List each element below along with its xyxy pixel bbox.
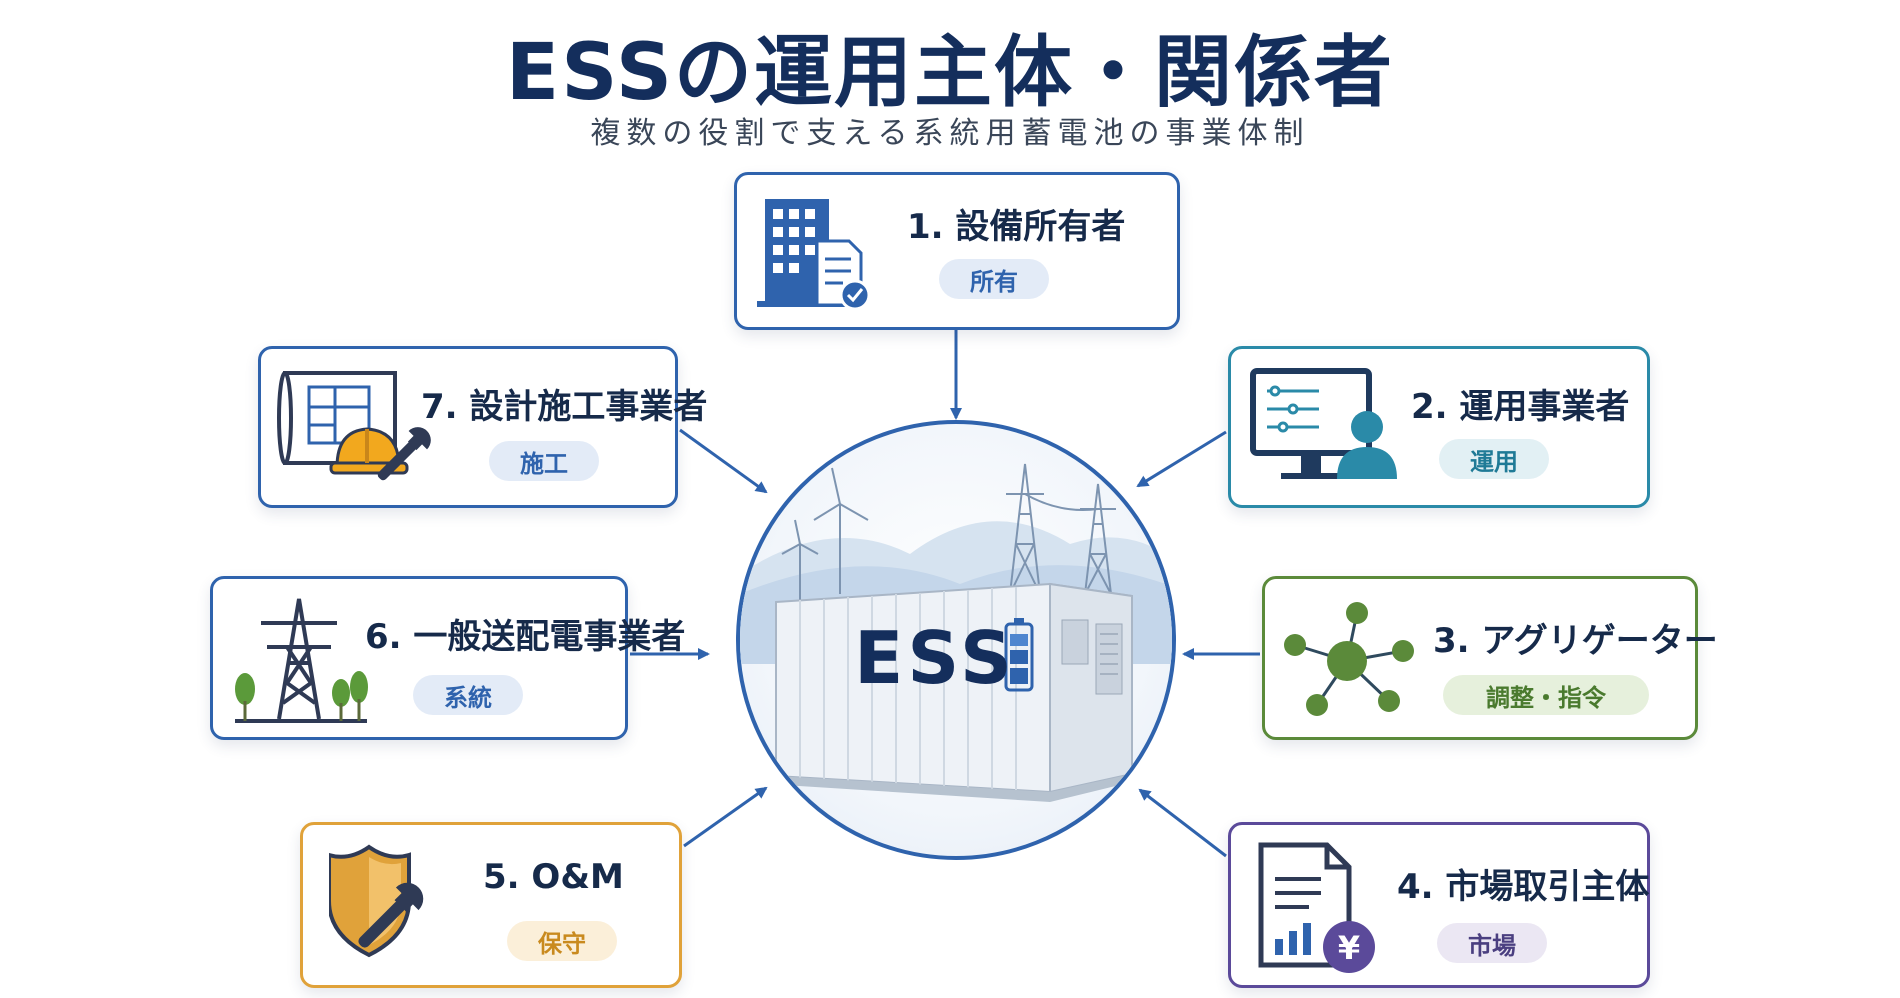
role-card-aggregator: 3. アグリゲーター 調整・指令 (1262, 576, 1718, 740)
role-label-market: 4. 市場取引主体 (1397, 867, 1650, 907)
role-label-aggregator: 3. アグリゲーター (1433, 621, 1718, 661)
arrow-construction (679, 428, 768, 494)
role-card-om: 5. O&M 保守 (300, 822, 682, 988)
blueprint-hardhat-icon (277, 371, 431, 481)
ess-container-illustration (740, 463, 1172, 802)
role-card-market: ¥ 4. 市場取引主体 市場 (1228, 822, 1650, 988)
arrow-om (683, 786, 768, 848)
role-label-operator: 2. 運用事業者 (1411, 387, 1630, 427)
shield-wrench-icon (329, 844, 424, 958)
ess-hub: ESS (736, 420, 1176, 860)
role-label-om: 5. O&M (483, 857, 624, 897)
page-title: ESSの運用主体・関係者 (505, 28, 1395, 118)
role-label-owner: 1. 設備所有者 (907, 207, 1126, 247)
role-tag-owner: 所有 (939, 259, 1049, 299)
role-tag-construction: 施工 (489, 441, 599, 481)
container-body (768, 582, 1140, 802)
arrow-operator (1136, 430, 1227, 488)
role-tag-om: 保守 (507, 921, 617, 961)
ess-label: ESS (854, 616, 1016, 700)
role-tag-operator: 運用 (1439, 439, 1549, 479)
role-label-construction: 7. 設計施工事業者 (421, 387, 708, 427)
battery-icon (1004, 618, 1034, 692)
role-card-grid: 6. 一般送配電事業者 系統 (210, 576, 685, 740)
role-card-operator: 2. 運用事業者 運用 (1228, 346, 1650, 508)
role-tag-aggregator: 調整・指令 (1443, 675, 1649, 715)
role-card-construction: 7. 設計施工事業者 施工 (258, 346, 707, 508)
svg-text:¥: ¥ (1338, 929, 1360, 967)
role-card-owner: 1. 設備所有者 所有 (734, 172, 1180, 330)
report-yen-icon: ¥ (1258, 842, 1375, 973)
office-building-document-icon (757, 199, 871, 311)
power-tower-icon (235, 598, 368, 723)
role-label-grid: 6. 一般送配電事業者 (365, 617, 686, 657)
role-tag-market: 市場 (1437, 923, 1547, 963)
network-nodes-icon (1284, 602, 1414, 716)
page-subtitle: 複数の役割で支える系統用蓄電池の事業体制 (590, 116, 1310, 151)
role-tag-grid: 系統 (413, 675, 523, 715)
monitor-operator-icon (1250, 368, 1397, 479)
arrow-market (1138, 788, 1227, 858)
